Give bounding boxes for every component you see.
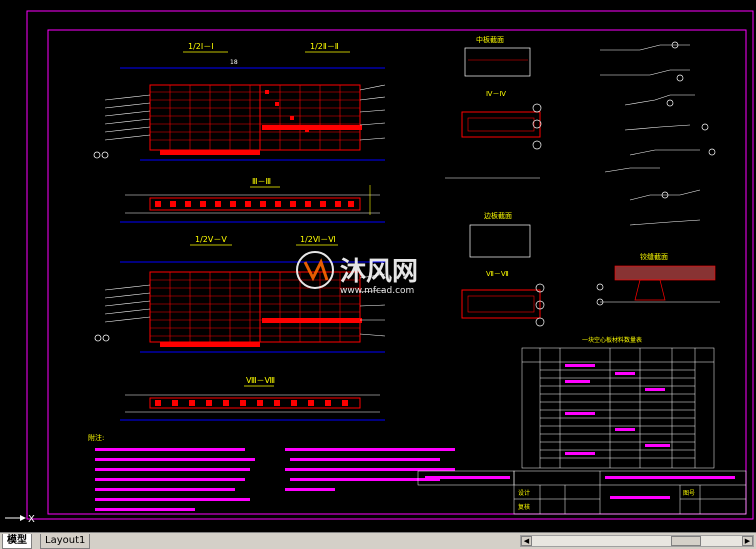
section-title-1: 1/2Ⅰ－Ⅰ bbox=[188, 42, 214, 51]
section-title-5: 1/2Ⅴ－Ⅴ bbox=[195, 235, 227, 244]
notes-left-bars bbox=[95, 448, 255, 511]
mid-section-title: 中板截面 bbox=[476, 35, 504, 44]
watermark: 沐风网 www.mfcad.com bbox=[296, 251, 418, 296]
rebar-bend-details bbox=[600, 44, 701, 226]
scroll-thumb[interactable] bbox=[671, 536, 701, 546]
section-title-2: 1/2Ⅱ－Ⅱ bbox=[310, 42, 339, 51]
ucs-x-label: X bbox=[28, 514, 35, 525]
section-title-3: Ⅲ－Ⅲ bbox=[252, 177, 271, 186]
svg-text:18: 18 bbox=[230, 59, 238, 66]
ucs-icon: X bbox=[2, 505, 42, 531]
notes-heading: 附注: bbox=[88, 433, 104, 442]
horizontal-scrollbar[interactable]: ◀ ▶ bbox=[520, 535, 754, 547]
section-8-elevation bbox=[120, 394, 385, 421]
layout-tab-bar: 模型 Layout1 ◀ ▶ bbox=[0, 532, 756, 549]
section-title-7: Ⅶ－Ⅶ bbox=[486, 270, 509, 278]
joint-section-title: 铰缝截面 bbox=[640, 252, 668, 261]
section-title-6: 1/2Ⅵ－Ⅵ bbox=[300, 235, 336, 244]
tab-layout1[interactable]: Layout1 bbox=[40, 534, 91, 549]
cad-model-space[interactable]: 1/2Ⅰ－Ⅰ 1/2Ⅱ－Ⅱ 18 bbox=[0, 0, 756, 532]
svg-text:设计: 设计 bbox=[518, 489, 530, 497]
watermark-logo-text: 沐风网 bbox=[340, 257, 418, 287]
section-title-4: Ⅳ－Ⅳ bbox=[486, 90, 506, 98]
svg-text:复核: 复核 bbox=[518, 503, 530, 511]
notes-right-bars bbox=[285, 448, 455, 491]
title-block bbox=[417, 470, 747, 515]
svg-text:图号: 图号 bbox=[683, 490, 695, 497]
lower-plan-group bbox=[94, 271, 386, 353]
scroll-right-arrow-icon[interactable]: ▶ bbox=[742, 536, 753, 546]
drawing-sheet: 1/2Ⅰ－Ⅰ 1/2Ⅱ－Ⅱ 18 bbox=[26, 10, 754, 520]
tab-model[interactable]: 模型 bbox=[2, 534, 32, 549]
material-table bbox=[521, 347, 715, 469]
table-title: 一块空心板材料数量表 bbox=[582, 336, 642, 344]
watermark-url: www.mfcad.com bbox=[340, 286, 414, 296]
outer-frame bbox=[26, 10, 754, 520]
section-title-8: Ⅷ－Ⅷ bbox=[246, 376, 275, 385]
edge-section-title: 边板截面 bbox=[484, 211, 512, 220]
section-3-elevation bbox=[120, 185, 385, 223]
upper-plan-group bbox=[93, 84, 386, 161]
scroll-left-arrow-icon[interactable]: ◀ bbox=[521, 536, 532, 546]
inner-frame bbox=[47, 29, 747, 515]
